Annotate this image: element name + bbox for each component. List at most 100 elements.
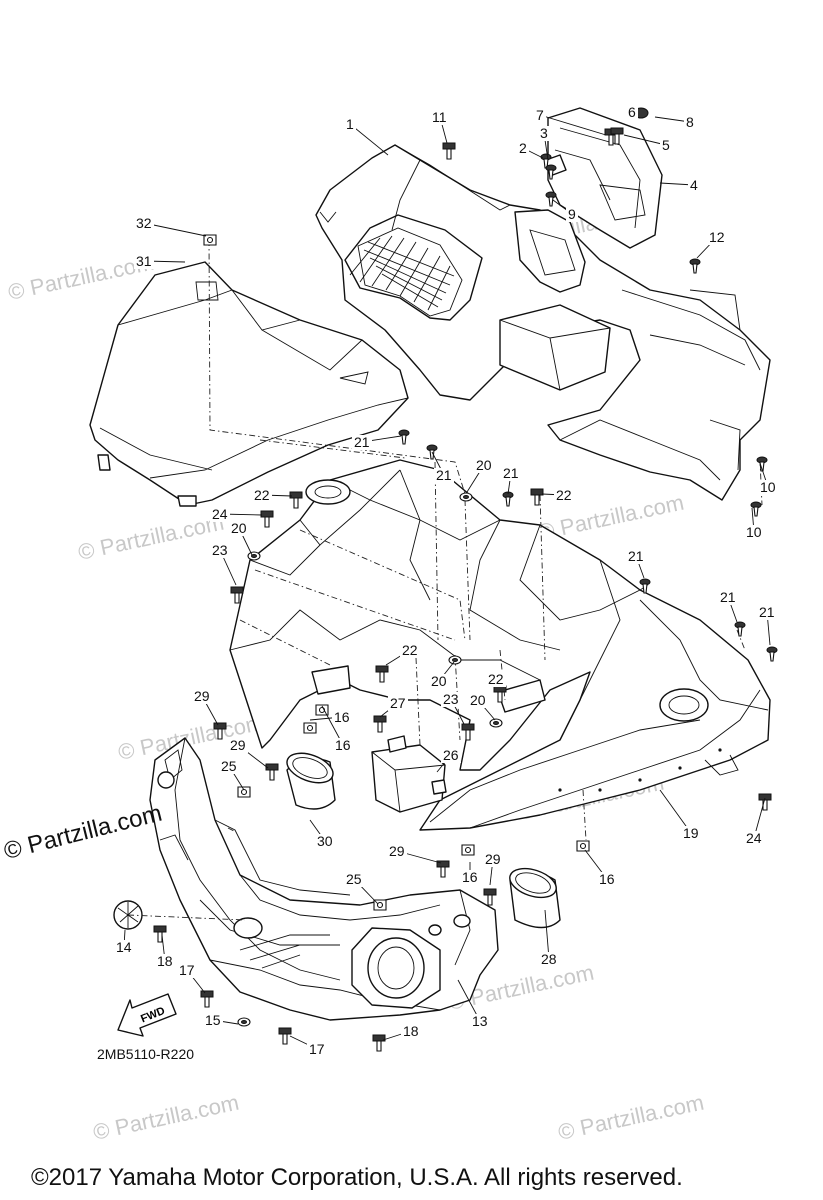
callout-label: 29 [230, 737, 246, 753]
callout-1-glove-box-panel: 1 [344, 116, 389, 156]
callout-21-rivet: 21 [501, 465, 521, 495]
callout-8-screw: 8 [654, 114, 696, 130]
front-fender-part [229, 459, 771, 831]
bolt-fastener [200, 990, 214, 1008]
callout-label: 10 [746, 524, 762, 540]
callout-18-screw: 18 [155, 934, 175, 969]
glove-box-panel-part [315, 144, 771, 501]
copyright-notice: ©2017 Yamaha Motor Corporation, U.S.A. A… [31, 1164, 683, 1191]
callout-label: 20 [231, 520, 247, 536]
callout-21-rivet: 21 [757, 604, 777, 646]
callout-14-emblem: 14 [114, 929, 134, 955]
callout-30-headlight-cover: 30 [309, 819, 335, 849]
grommet-fastener [237, 1017, 251, 1027]
callout-17-bolt: 17 [177, 962, 206, 994]
callout-label: 15 [205, 1012, 221, 1028]
watermark-text: © Partzilla.com [556, 1090, 706, 1145]
callout-16-nut: 16 [584, 849, 617, 887]
callout-29-screw: 29 [228, 737, 269, 769]
diagram-code: 2MB5110-R220 [97, 1046, 195, 1062]
callout-label: 29 [389, 843, 405, 859]
nut-fastener [461, 844, 475, 856]
rivet-fastener [545, 191, 557, 207]
rivet-fastener [502, 491, 514, 507]
callout-16-nut: 16 [460, 862, 480, 885]
fwd-arrow: FWD [117, 993, 177, 1037]
callout-16-nut: 16 [321, 705, 353, 753]
callout-label: 1 [346, 116, 354, 132]
nut-fastener [237, 786, 251, 798]
bolt-fastener [260, 510, 274, 528]
callout-label: 22 [488, 671, 504, 687]
rivet-fastener [750, 501, 762, 517]
bolt-fastener [230, 586, 244, 604]
callout-13-front-bumper-panel: 13 [457, 979, 490, 1029]
callout-18-screw: 18 [382, 1023, 421, 1041]
callout-29-screw: 29 [387, 843, 442, 864]
callout-22-bolt: 22 [486, 671, 506, 688]
callout-20-grommet: 20 [229, 520, 253, 556]
watermark-text: © Partzilla.com [6, 250, 156, 305]
screw-fastener [153, 925, 167, 943]
callout-26-bracket: 26 [436, 747, 461, 773]
callout-label: 8 [686, 114, 694, 130]
callout-label: 32 [136, 215, 152, 231]
callout-11-bolt: 11 [430, 109, 450, 144]
callout-3-clip: 3 [538, 125, 550, 161]
callout-label: 20 [476, 457, 492, 473]
callout-label: 29 [485, 851, 501, 867]
callout-label: 13 [472, 1013, 488, 1029]
callout-label: 21 [759, 604, 775, 620]
leader-line [349, 123, 389, 156]
callout-4-glove-box-lid: 4 [659, 177, 700, 193]
bolt-fastener [758, 793, 772, 811]
callout-27-bolt: 27 [379, 695, 408, 718]
callout-19-front-fender: 19 [659, 789, 701, 841]
callout-label: 29 [194, 688, 210, 704]
callout-24-bolt: 24 [744, 797, 766, 846]
grommet-fastener [247, 551, 261, 561]
callout-22-bolt: 22 [252, 487, 293, 503]
callout-21-rivet: 21 [626, 548, 646, 579]
rivet-fastener [689, 258, 701, 274]
callout-label: 25 [221, 758, 237, 774]
callout-label: 2 [519, 140, 527, 156]
screw-fastener [213, 722, 227, 740]
grommet-fastener [489, 718, 503, 728]
clip-fastener [545, 164, 557, 180]
headlight-cover-right [509, 867, 561, 929]
callout-label: 17 [179, 962, 195, 978]
callout-label: 16 [334, 709, 350, 725]
callout-label: 26 [443, 747, 459, 763]
front-bumper-part [149, 737, 499, 1021]
callout-5-screw: 5 [623, 134, 672, 153]
callout-label: 31 [136, 253, 152, 269]
rivet-fastener [426, 444, 438, 460]
leader-line [623, 134, 667, 146]
leader-line [659, 789, 692, 834]
screw-fastener [436, 860, 450, 878]
grommet-fastener [459, 492, 473, 502]
callout-label: 7 [536, 107, 544, 123]
hardware-layer [153, 107, 778, 1052]
bolt-fastener [278, 1027, 292, 1045]
bolt-fastener [461, 723, 475, 741]
callout-12-rivet: 12 [696, 229, 727, 259]
callout-label: 16 [335, 737, 351, 753]
watermark-text: © Partzilla.com [76, 510, 226, 565]
callout-21-rivet: 21 [718, 589, 738, 623]
rivet-fastener [766, 646, 778, 662]
bolt-fastener [289, 491, 303, 509]
leader-line [539, 114, 607, 136]
callout-21-rivet: 21 [352, 434, 402, 450]
callout-29-screw: 29 [483, 851, 503, 886]
callout-22-bolt: 22 [541, 487, 574, 503]
callout-label: 23 [212, 542, 228, 558]
callout-25-nut: 25 [344, 871, 379, 905]
screw-fastener [610, 127, 624, 145]
bolt-fastener [373, 715, 387, 733]
bolt-fastener [375, 665, 389, 683]
callout-label: 3 [540, 125, 548, 141]
